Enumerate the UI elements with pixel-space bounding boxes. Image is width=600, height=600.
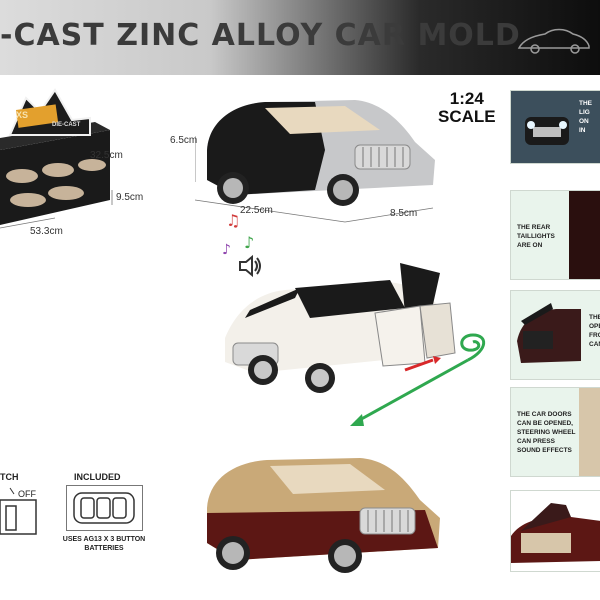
music-note-icon: ♫ ♪ ♪ <box>222 211 254 258</box>
feature-card-doors-sound: THE CAR DOORS CAN BE OPENED, STEERING WH… <box>510 387 600 477</box>
feature-text: THE REAR TAILLIGHTS ARE ON <box>517 224 555 249</box>
scale-ratio: 1:24 <box>449 89 484 108</box>
car-hood-open <box>517 303 581 363</box>
svg-text:♪: ♪ <box>222 242 231 258</box>
car-trunk-open <box>511 503 600 563</box>
feature-text: THE OPE FRO CAN <box>589 314 600 348</box>
battery-box <box>66 485 143 531</box>
car-length-label: 22.5cm <box>240 205 273 216</box>
green-arrow-spiral <box>350 333 486 426</box>
box-brand: XS <box>16 110 29 120</box>
box-height-label: 9.5cm <box>116 192 144 203</box>
car-two-tone-burgundy-gold <box>207 458 440 573</box>
battery-icon <box>73 492 135 524</box>
off-label: OFF <box>18 489 36 499</box>
car-doors-open-white-black <box>225 263 456 393</box>
feature-text: THE CAR DOORS CAN BE OPENED, STEERING WH… <box>517 411 576 454</box>
box-width-label: 53.3cm <box>30 226 63 237</box>
box-depth-label: 32.5cm <box>90 150 123 161</box>
feature-card-trunk <box>510 490 600 572</box>
header-title: -CAST ZINC ALLOY CAR MOLD <box>0 18 521 53</box>
feature-card-hood-open: THE OPE FRO CAN <box>510 290 600 380</box>
feature-card-front-lights: THE LIG ON IN <box>510 90 600 164</box>
feature-text: THE LIG ON IN <box>579 100 592 134</box>
svg-text:♪: ♪ <box>244 233 254 252</box>
header-banner: -CAST ZINC ALLOY CAR MOLD <box>0 0 600 75</box>
switch-icon <box>0 487 37 535</box>
feature-card-rear-taillights: THE REAR TAILLIGHTS ARE ON <box>510 190 600 280</box>
included-label: INCLUDED <box>74 472 121 482</box>
box-subbrand: DIE-CAST <box>52 122 81 128</box>
car-height-label: 6.5cm <box>170 135 198 146</box>
car-two-tone-black-silver <box>195 100 435 223</box>
display-box-illustration <box>0 88 113 229</box>
scale-badge: 1:24 SCALE <box>438 90 496 126</box>
car-width-label: 8.5cm <box>390 208 418 219</box>
svg-text:♫: ♫ <box>226 211 240 230</box>
scale-word: SCALE <box>438 107 496 126</box>
speaker-icon <box>239 254 261 278</box>
car-silhouette-icon <box>517 28 590 54</box>
switch-label: TCH <box>0 472 19 482</box>
battery-text: USES AG13 X 3 BUTTON BATTERIES <box>62 536 146 552</box>
car-interior-doors <box>579 388 600 476</box>
car-rear-taillights <box>569 191 600 279</box>
car-front-lights-on <box>525 117 569 145</box>
